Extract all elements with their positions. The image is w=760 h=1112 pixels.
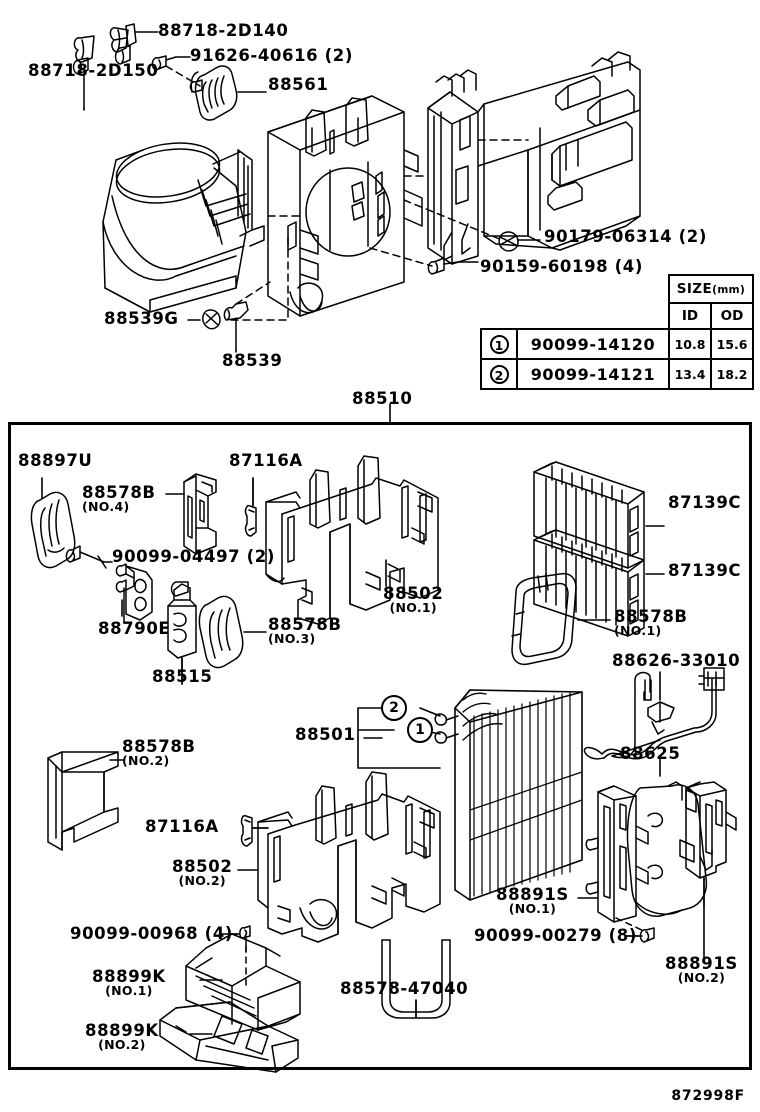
label-88578b-no2: 88578B(NO.2) [122, 737, 196, 769]
label-88539: 88539 [222, 351, 283, 370]
label-88718-2d140: 88718-2D140 [158, 21, 289, 40]
label-88578b-no1: 88578B(NO.1) [614, 607, 688, 639]
table-row: 1 90099-14120 10.8 15.6 [480, 328, 754, 360]
label-87139c-lower: 87139C [668, 561, 742, 580]
label-88897u: 88897U [18, 451, 93, 470]
size-table-ref-2: 2 [480, 358, 518, 390]
table-row: 2 90099-14121 13.4 18.2 [480, 358, 754, 390]
label-88891s-no2: 88891S(NO.2) [665, 954, 738, 986]
callout-ref-2: 2 [381, 695, 407, 721]
label-88626-33010: 88626-33010 [612, 651, 741, 670]
size-table-col-od: OD [710, 302, 754, 330]
size-table-id-2: 13.4 [668, 358, 712, 390]
blower-case-art [102, 142, 265, 313]
size-table-partno-2: 90099-14121 [516, 358, 670, 390]
label-90179-06314: 90179-06314 (2) [544, 227, 707, 246]
label-88501: 88501 [295, 725, 356, 744]
label-91626-40616: 91626-40616 (2) [190, 46, 353, 65]
label-88515: 88515 [152, 667, 213, 686]
label-88502-no2: 88502(NO.2) [172, 857, 233, 889]
lower-assembly-frame [8, 422, 752, 1070]
label-87139c-upper: 87139C [668, 493, 742, 512]
label-88561: 88561 [268, 75, 329, 94]
size-table-col-id: ID [668, 302, 712, 330]
label-88539g: 88539G [104, 309, 179, 328]
center-housing-art [267, 95, 423, 317]
size-table-header-size: SIZE(mm) [668, 274, 754, 304]
size-table-id-1: 10.8 [668, 328, 712, 360]
diagram-footer-code: 872998F [671, 1088, 745, 1104]
upper-assembly-dashes [165, 65, 529, 321]
label-90099-00279: 90099-00279 (8) [474, 926, 637, 945]
label-88899k-no1: 88899K(NO.1) [92, 967, 166, 999]
label-90159-60198: 90159-60198 (4) [480, 257, 643, 276]
label-87116a-upper: 87116A [229, 451, 303, 470]
label-88891s-no1: 88891S(NO.1) [496, 885, 569, 917]
label-88625: 88625 [620, 744, 681, 763]
size-table: SIZE(mm) ID OD 1 90099-14120 10.8 15.6 2… [480, 274, 754, 390]
label-90099-04497: 90099-04497 (2) [112, 547, 275, 566]
size-table-od-2: 18.2 [710, 358, 754, 390]
callout-ref-1: 1 [407, 717, 433, 743]
size-table-partno-1: 90099-14120 [516, 328, 670, 360]
label-88578b-no4: 88578B(NO.4) [82, 483, 156, 515]
label-88578b-no3: 88578B(NO.3) [268, 615, 342, 647]
label-88578-47040: 88578-47040 [340, 979, 469, 998]
label-88502-no1: 88502(NO.1) [383, 584, 444, 616]
page-title: 88510 [352, 389, 413, 408]
label-88718-2d150: 88718-2D150 [28, 61, 159, 80]
size-table-od-1: 15.6 [710, 328, 754, 360]
label-90099-00968: 90099-00968 (4) [70, 924, 233, 943]
size-table-ref-1: 1 [480, 328, 518, 360]
label-87116a-lower: 87116A [145, 817, 219, 836]
label-88790e: 88790E [98, 619, 171, 638]
label-88899k-no2: 88899K(NO.2) [85, 1021, 159, 1053]
